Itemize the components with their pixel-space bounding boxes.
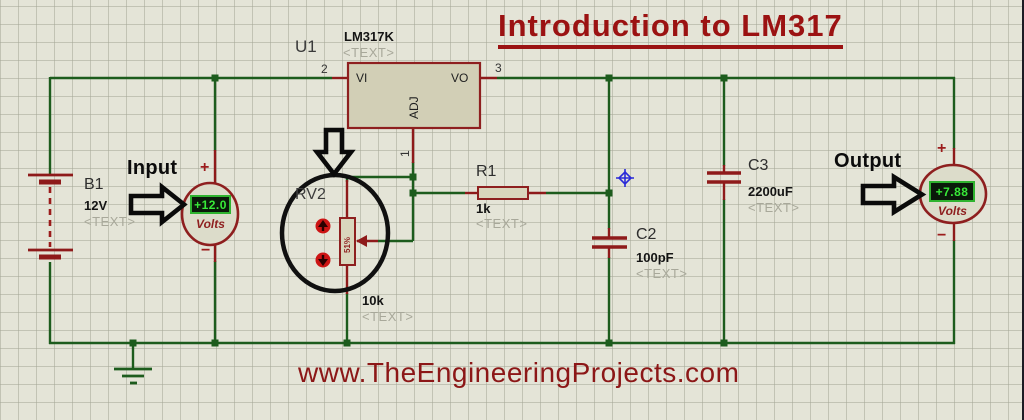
chip-pin-vo-label: VO (451, 71, 469, 85)
chip-pin-adj-label: ADJ (407, 96, 421, 119)
ground-symbol[interactable] (114, 367, 152, 385)
cap2-ref: C2 (636, 226, 657, 243)
input-voltmeter-body[interactable] (180, 181, 240, 247)
input-meter-unit: Volts (196, 217, 225, 231)
input-meter-minus: − (201, 242, 211, 259)
output-meter-minus: − (937, 227, 947, 244)
resistor-ref: R1 (476, 163, 497, 180)
chip-pin-number-1: 1 (398, 150, 412, 157)
capacitor-c3-symbol[interactable] (707, 171, 741, 184)
pot-increase-button[interactable] (315, 218, 331, 234)
output-annotation-label: Output (834, 150, 902, 172)
down-arrow-icon (318, 259, 328, 266)
resistor-text-placeholder[interactable]: <TEXT> (476, 216, 528, 231)
up-arrow-icon (318, 220, 328, 227)
input-meter-plus: + (200, 159, 210, 176)
website-watermark: www.TheEngineeringProjects.com (298, 357, 740, 388)
window-edge (1022, 0, 1024, 420)
page-title: Introduction to LM317 (498, 8, 843, 49)
cap3-value: 2200uF (748, 184, 793, 199)
capacitor-c2-symbol[interactable] (592, 236, 627, 249)
circuit-wires (48, 76, 956, 369)
chip-pin-vi-label: VI (356, 71, 368, 85)
pot-decrease-button[interactable] (315, 252, 331, 268)
battery-text-placeholder[interactable]: <TEXT> (84, 214, 136, 229)
input-arrow-icon (128, 182, 188, 227)
origin-marker-icon (616, 169, 634, 187)
pot-text-placeholder[interactable]: <TEXT> (362, 309, 414, 324)
chip-ref: U1 (295, 37, 317, 56)
cap3-ref: C3 (748, 157, 769, 174)
pot-ref: RV2 (295, 186, 326, 203)
lm317-chip-body[interactable] (346, 61, 482, 130)
input-annotation-label: Input (127, 157, 178, 179)
resistor-r1-body[interactable] (477, 186, 529, 200)
output-arrow-icon (860, 172, 927, 217)
output-meter-plus: + (937, 140, 947, 157)
cap2-text-placeholder[interactable]: <TEXT> (636, 266, 688, 281)
pot-pointer-arrow-icon (312, 127, 356, 178)
junction-dots (129, 74, 728, 347)
chip-pin-number-2: 2 (321, 62, 328, 76)
cap2-value: 100pF (636, 250, 674, 265)
annotation-arrows (128, 127, 927, 227)
pot-wiper-percent: 51% (343, 236, 352, 253)
output-meter-display: +7.88 (929, 181, 975, 202)
chip-name: LM317K (344, 29, 394, 44)
chip-text-placeholder[interactable]: <TEXT> (343, 45, 395, 60)
input-meter-display: +12.0 (190, 195, 231, 214)
chip-pin-number-3: 3 (495, 61, 502, 75)
resistor-value: 1k (476, 201, 491, 216)
pot-value: 10k (362, 293, 384, 308)
battery-value: 12V (84, 198, 108, 213)
battery-ref: B1 (84, 176, 104, 193)
cap3-text-placeholder[interactable]: <TEXT> (748, 200, 800, 215)
output-meter-unit: Volts (938, 204, 967, 218)
battery-symbol[interactable] (28, 173, 73, 260)
